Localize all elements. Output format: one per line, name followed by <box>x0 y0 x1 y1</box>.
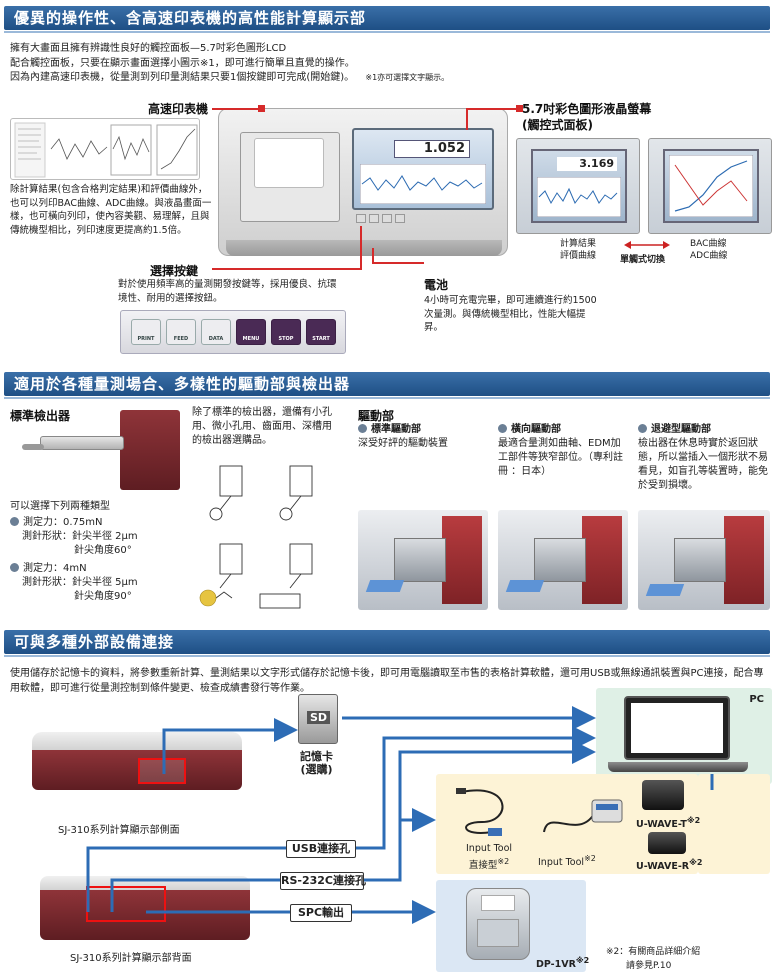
other-detectors: 除了標準的檢出器，還備有小孔用、微小孔用、齒面用、深槽用的檢出器選購品。 <box>192 407 332 446</box>
back-caption: SJ-310系列計算顯示部背面 <box>70 953 192 964</box>
detector-options-drawing <box>199 465 313 609</box>
key-menu: MENU <box>236 319 266 345</box>
device-keys <box>356 214 412 224</box>
sd-logo-icon: SD <box>307 711 331 724</box>
keys-label: 選擇按鍵 <box>150 264 199 278</box>
back-view-device <box>40 876 250 946</box>
detector-drive-photo <box>120 410 180 490</box>
lcd-callout-line <box>466 108 518 110</box>
screen-small-graph <box>537 177 621 217</box>
detector-type1: 測定力：0.75mN 測針形狀：針尖半徑 2μm 針尖角度60° <box>10 516 138 558</box>
detector-tip <box>22 444 44 450</box>
intro-line-2: 配合觸控面板，只要在顯示畫面選擇小圖示※1，即可進行簡單且直覺的操作。 <box>10 57 355 69</box>
screen-value: 1.052 <box>394 140 470 158</box>
key-data: DATA <box>201 319 231 345</box>
caption-mid: 單觸式切換 <box>620 255 666 265</box>
printer-callout-line <box>212 108 262 110</box>
key-start: START <box>306 319 336 345</box>
section1-intro: 擁有大畫面且擁有辨識性良好的觸控面板—5.7吋彩色圖形LCD 配合觸控面板，只要… <box>10 42 530 86</box>
intro-line-3: 因為內建高速印表機，從量測到列印量測結果只要1個按鍵即可完成(開始鍵)。 <box>10 72 355 83</box>
printer-model-label: DP-1VR※2 <box>536 956 590 971</box>
side-view-device <box>20 706 246 800</box>
drive1: 標準驅動部 深受好評的驅動裝置 <box>358 424 448 449</box>
key-stop: STOP <box>271 319 301 345</box>
battery-callout-line <box>372 262 424 264</box>
intro-line-1: 擁有大畫面且擁有辨識性良好的觸控面板—5.7吋彩色圖形LCD <box>10 43 287 54</box>
device-base <box>226 240 502 256</box>
device-paper <box>254 138 324 188</box>
printout-image <box>10 118 200 180</box>
input-tool-label: Input Tool※2 <box>538 854 596 869</box>
screen-photo-result: 3.169 <box>516 138 640 234</box>
uwave-panel <box>698 774 770 874</box>
battery-callout-line-v <box>372 248 374 264</box>
device-screen: 1.052 <box>352 128 494 210</box>
pc-label: PC <box>749 694 764 705</box>
rs232-port-label: RS-232C連接孔 <box>280 872 366 890</box>
section3-desc: 使用儲存於記憶卡的資料，將參數重新計算、量測結果以文字形式儲存於記憶卡後，即可用… <box>10 668 764 694</box>
input-tool-icon <box>543 799 623 833</box>
section3-title: 可與多種外部設備連接 <box>4 630 770 657</box>
bullet-icon <box>498 424 507 433</box>
side-caption: SJ-310系列計算顯示部側面 <box>58 825 180 836</box>
printout-graph <box>14 122 198 178</box>
key-print: PRINT <box>131 319 161 345</box>
printer-callout-dot <box>258 105 265 112</box>
detector-type2: 測定力：4mN 測針形狀：針尖半徑 5μm 針尖角度90° <box>10 562 138 604</box>
footnote-1: ※2：有關商品詳細介紹 <box>606 947 701 957</box>
screen-photo-bac <box>648 138 772 234</box>
memory-card-icon: SD <box>298 694 338 744</box>
uwave-t-icon <box>642 780 684 810</box>
printer-desc: 除計算結果(包含合格判定結果)和評價曲線外，也可以列印BAC曲線、ADC曲線。與… <box>10 184 212 236</box>
detector-probe-photo <box>40 436 124 450</box>
memory-card-label: 記憶卡 (選購) <box>300 750 333 776</box>
drive2-photo <box>498 510 628 610</box>
uwave-r-label: U-WAVE-R※2 <box>636 858 703 873</box>
key-feed: FEED <box>166 319 196 345</box>
uwave-r-icon <box>648 832 686 854</box>
keys-callout-line <box>212 268 362 270</box>
keys-callout-line-v <box>360 226 362 270</box>
keypad-photo: PRINT FEED DATA MENU STOP START <box>120 310 346 354</box>
section1-title: 優異的操作性、含高速印表機的高性能計算顯示部 <box>4 6 770 33</box>
battery-label: 電池 <box>424 278 449 292</box>
input-tool-direct-label: Input Tool 直接型※2 <box>466 843 513 872</box>
lcd-callout-line-v <box>466 108 468 130</box>
dp1vr-printer-icon <box>466 888 530 960</box>
intro-note: ※1亦可選擇文字顯示。 <box>365 73 450 82</box>
uwave-t-label: U-WAVE-T※2 <box>636 816 701 831</box>
bullet-icon <box>358 424 367 433</box>
battery-desc: 4小時可充電完畢，即可連續進行約1500次量測。與傳統機型相比，性能大幅提昇。 <box>424 295 597 333</box>
spc-output-label: SPC輸出 <box>290 904 352 922</box>
footnote-2: 請參見P.10 <box>626 961 672 971</box>
lcd-sublabel: (觸控式面板) <box>522 118 593 132</box>
screen-value-small: 3.169 <box>557 157 617 171</box>
detector-title: 標準檢出器 <box>10 409 71 423</box>
drive2: 橫向驅動部 最適合量測如曲軸、EDM加工部件等狹窄部位。（專利註冊 ：日本） <box>498 424 623 477</box>
bullet-icon <box>638 424 647 433</box>
keys-desc: 對於使用頻率高的量測開發按鍵等，採用優良、抗環境性、耐用的選擇按鈕。 <box>118 279 337 304</box>
detector-types-intro: 可以選擇下列兩種類型 <box>10 501 110 512</box>
switch-arrow-icon <box>624 241 670 249</box>
lcd-label: 5.7吋彩色圖形液晶螢幕 <box>522 102 652 116</box>
lcd-callout-dot <box>516 105 523 112</box>
screen-bac-graph <box>669 155 753 217</box>
drive3: 退避型驅動部 檢出器在休息時實於返回狀態，所以當插入一個形狀不易看見，如盲孔等裝… <box>638 424 768 491</box>
printer-label: 高速印表機 <box>148 102 209 116</box>
section2-title: 適用於各種量測場合、多樣性的驅動部與檢出器 <box>4 372 770 399</box>
drive3-photo <box>638 510 770 610</box>
input-tool-direct-icon <box>456 788 504 836</box>
usb-port-label: USB連接孔 <box>286 840 356 858</box>
caption-left: 計算結果 評價曲線 <box>560 239 597 261</box>
bullet-icon <box>10 517 19 526</box>
laptop-icon <box>624 696 730 760</box>
drive-title: 驅動部 <box>358 409 395 423</box>
drive1-photo <box>358 510 488 610</box>
screen-graph <box>360 164 486 204</box>
pc-panel: PC <box>596 688 772 784</box>
caption-right: BAC曲線 ADC曲線 <box>690 239 728 261</box>
bullet-icon <box>10 563 19 572</box>
